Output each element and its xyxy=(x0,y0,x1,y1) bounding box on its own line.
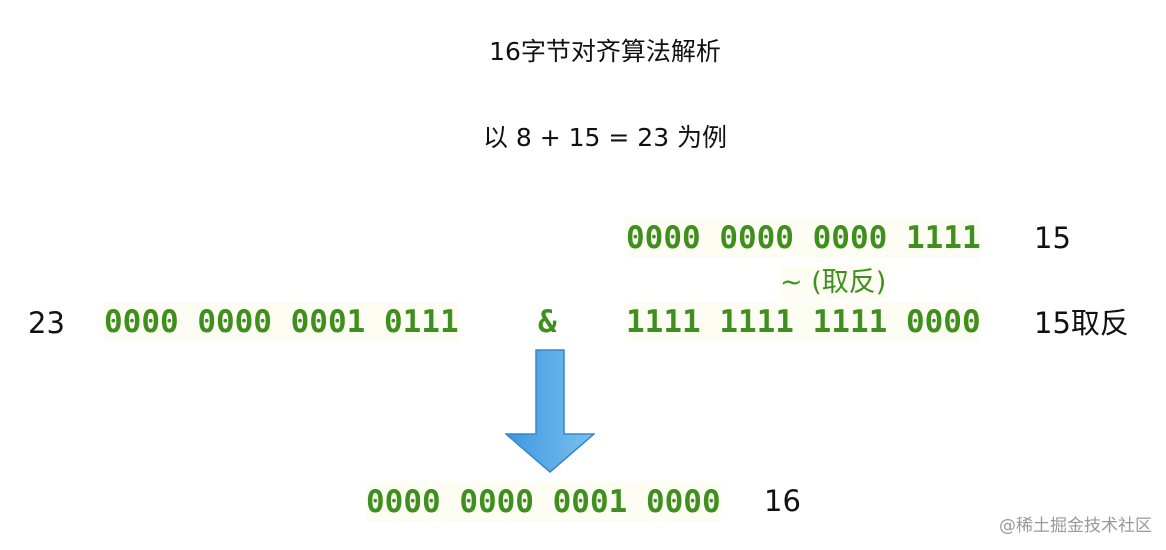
label-15: 15 xyxy=(1034,221,1071,255)
watermark: @稀土掘金技术社区 xyxy=(999,516,1152,536)
bits-15-inverted: 1111 1111 1111 0000 xyxy=(626,302,981,342)
down-arrow-icon xyxy=(505,349,595,473)
label-15-inverted: 15取反 xyxy=(1034,306,1129,340)
bits-15: 0000 0000 0000 1111 xyxy=(626,218,981,258)
page-title: 16字节对齐算法解析 xyxy=(489,37,721,66)
not-label: ~ (取反) xyxy=(780,266,887,300)
label-23: 23 xyxy=(28,306,65,340)
subtitle: 以 8 + 15 = 23 为例 xyxy=(482,123,728,152)
result-label: 16 xyxy=(764,484,801,518)
result-bits: 0000 0000 0001 0000 xyxy=(366,482,721,522)
and-operator: & xyxy=(538,304,557,340)
bits-23: 0000 0000 0001 0111 xyxy=(104,302,459,342)
